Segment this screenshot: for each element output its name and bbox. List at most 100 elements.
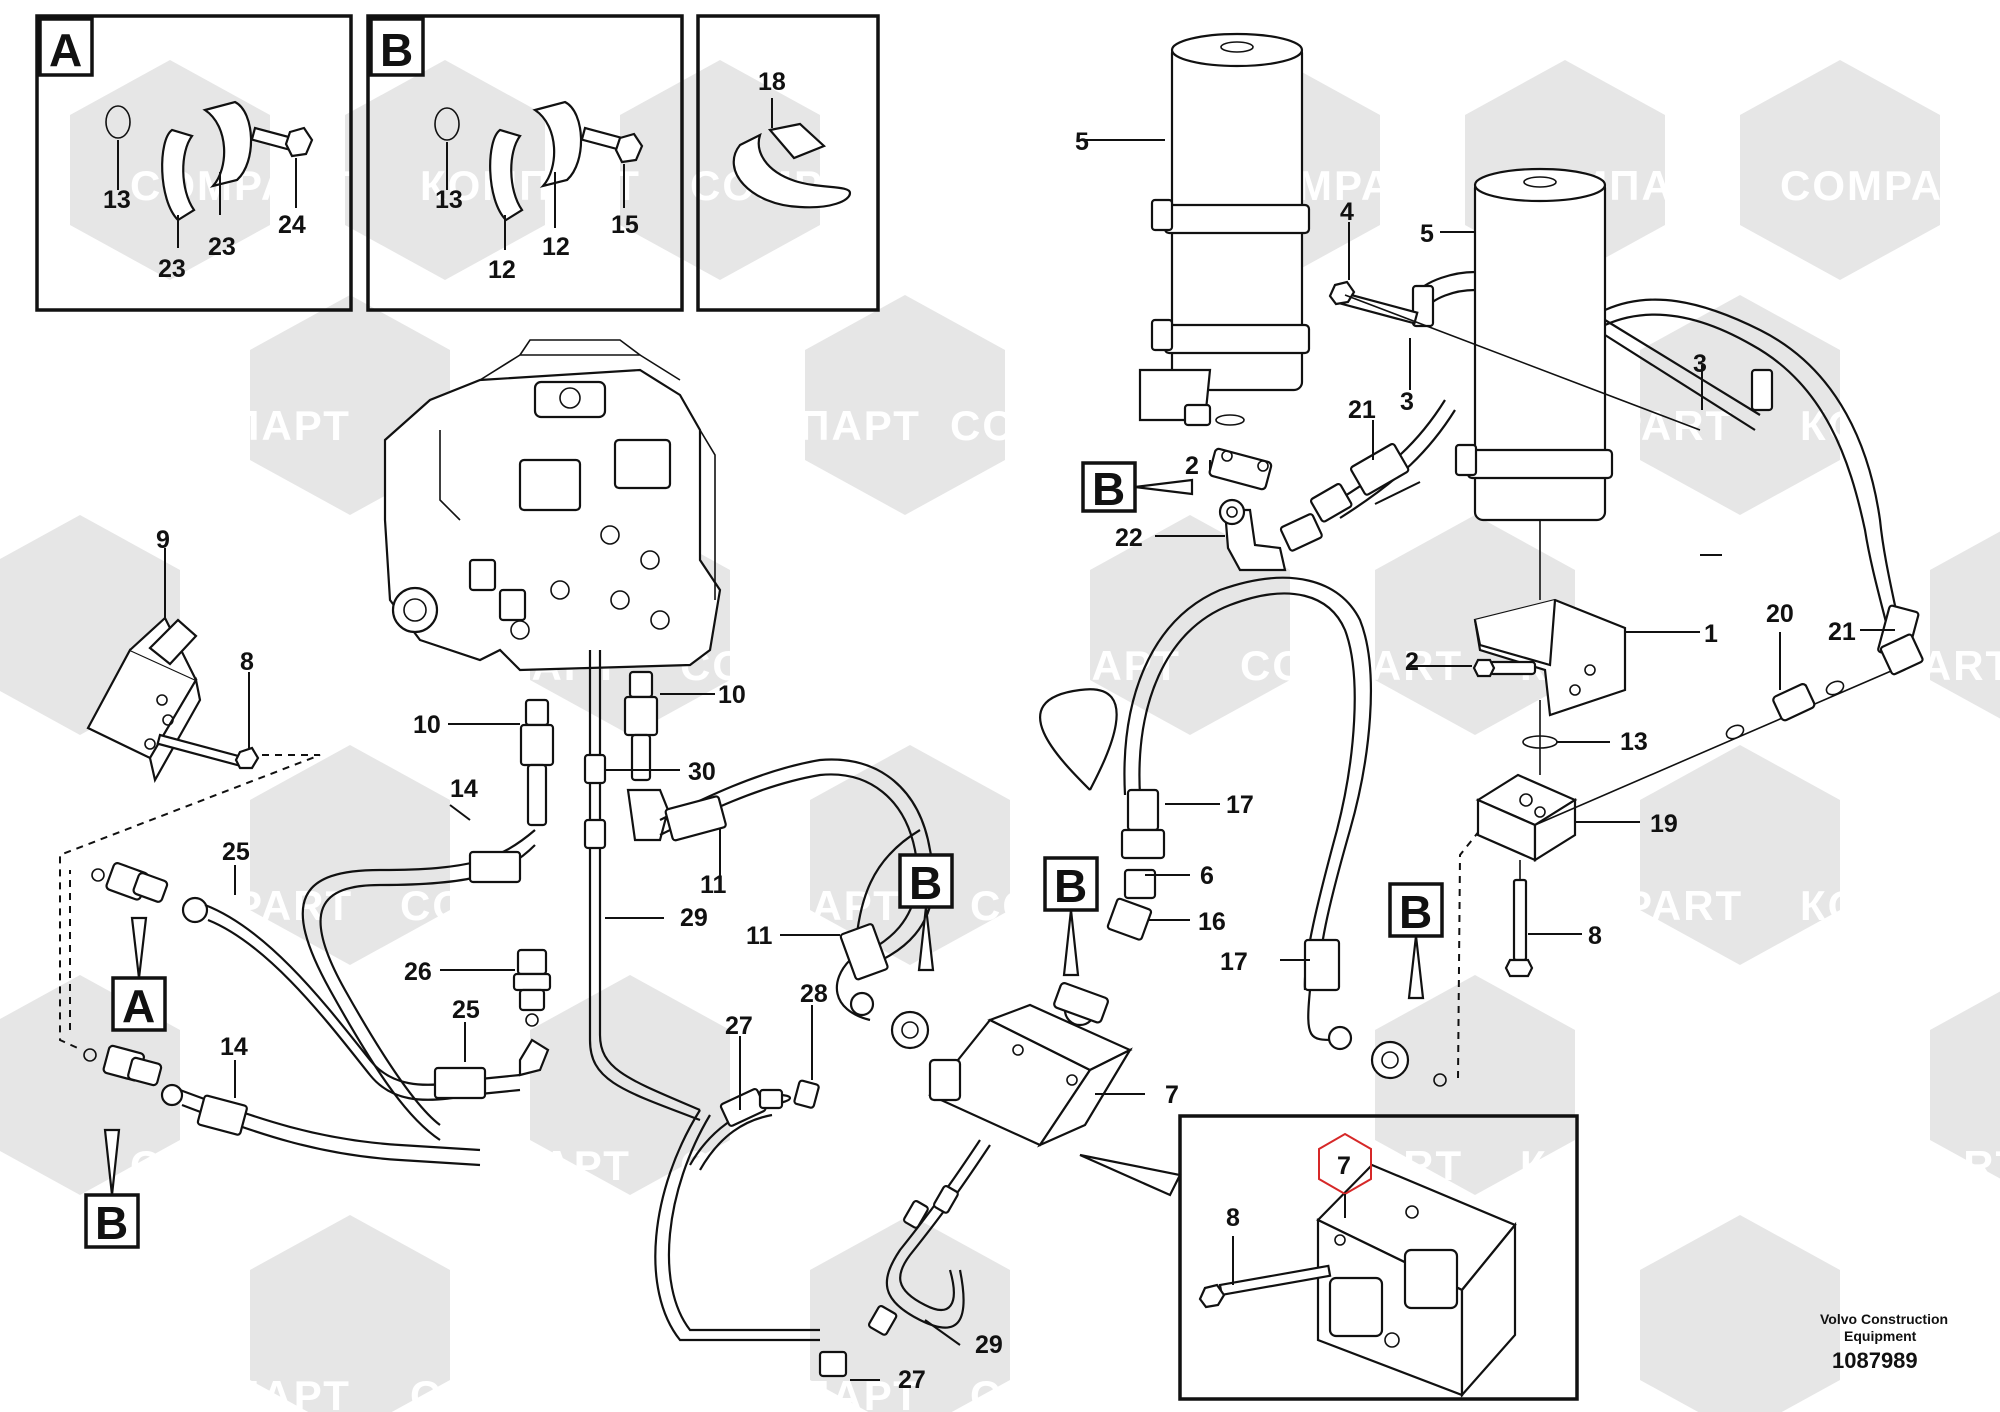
callout-27: 27 — [725, 1012, 753, 1040]
detail-frame-b — [366, 14, 684, 312]
callout-23: 23 — [208, 233, 236, 261]
callout-14: 14 — [450, 775, 478, 803]
watermark-text: КОМПАРТ — [700, 1372, 921, 1412]
callout-22: 22 — [1115, 524, 1143, 552]
view-label-box-a — [38, 17, 94, 77]
watermark-text: КОМПАРТ — [960, 642, 1181, 689]
view-label-b: B — [380, 24, 413, 76]
callout-17: 17 — [1226, 791, 1254, 819]
view-marker-box-a — [111, 976, 167, 1032]
watermark-text: КОМПАРТ — [700, 402, 921, 449]
watermark-text: КОМПАРТ — [130, 402, 351, 449]
leader-lines — [234, 481, 1722, 1098]
watermark-text: COMPART — [130, 882, 353, 929]
callout-30: 30 — [688, 758, 716, 786]
watermark-text: КОМПАРТ — [1800, 402, 2000, 449]
callout-8: 8 — [1588, 922, 1602, 950]
watermark-text: COMPART — [970, 1372, 1193, 1412]
callout-28: 28 — [800, 980, 828, 1008]
hose-assemblies-right — [1155, 298, 1924, 676]
callout-2: 2 — [1405, 648, 1419, 676]
watermark-hexagons — [0, 60, 2000, 1412]
callout-2: 2 — [1185, 452, 1199, 480]
callout-29: 29 — [975, 1331, 1003, 1359]
callout-labels: 13 23 23 24 13 12 12 15 18 5 5 4 3 3 21 … — [103, 68, 1856, 1394]
callout-13: 13 — [1620, 728, 1648, 756]
callout-21: 21 — [1828, 618, 1856, 646]
detail-frame-a — [35, 14, 353, 312]
callout-17: 17 — [1220, 948, 1248, 976]
split-flange-23-b — [202, 100, 253, 188]
view-marker-box-b — [1043, 856, 1099, 912]
watermark-text: COMPART — [950, 402, 1173, 449]
callout-29: 29 — [680, 904, 708, 932]
detail-18-parts — [732, 98, 852, 209]
fitting-20 — [1772, 683, 1816, 722]
callout-5: 5 — [1075, 128, 1089, 156]
view-marker-label-b: B — [1399, 886, 1432, 938]
watermark-text: КОМПАРТ — [1230, 402, 1451, 449]
view-marker-label-b: B — [909, 857, 942, 909]
watermark-text: КОМПАРТ — [1800, 882, 2000, 929]
watermark-text: COMPART — [410, 1372, 633, 1412]
callout-23: 23 — [158, 255, 186, 283]
watermark-layer: COMPART КОМПАРТ COMPART КОМПАРТ COMPART … — [0, 60, 2000, 1412]
detail-frames: A B — [35, 14, 1579, 1401]
watermark-text: COMPART — [1800, 1142, 2000, 1189]
callout-18: 18 — [758, 68, 786, 96]
o-ring-13 — [105, 105, 131, 139]
solenoid-valve-block-9 — [59, 548, 321, 1051]
callout-1: 1 — [1704, 620, 1718, 648]
hose-assemblies-left — [83, 650, 935, 1167]
control-valve-assembly — [383, 339, 722, 672]
view-marker-label-a: A — [122, 980, 155, 1032]
callout-8: 8 — [1226, 1204, 1240, 1232]
callout-9: 9 — [156, 526, 170, 554]
hose-end-17 — [1126, 788, 1160, 832]
tee-fitting-28 — [793, 1079, 820, 1109]
detail-frame-18 — [696, 14, 880, 312]
split-flange-12 — [489, 128, 524, 222]
callout-15: 15 — [611, 211, 639, 239]
callout-16: 16 — [1198, 908, 1226, 936]
callout-13: 13 — [103, 186, 131, 214]
split-flange-23 — [161, 128, 196, 222]
callout-24: 24 — [278, 211, 306, 239]
bolt-15-head — [614, 132, 644, 164]
callout-3: 3 — [1400, 388, 1414, 416]
split-flange-12-b — [532, 100, 583, 188]
view-label-a: A — [49, 24, 82, 76]
accumulators-5 — [1080, 32, 1906, 978]
watermark-text: COMPART — [1780, 162, 2000, 209]
watermark-text: COMPART — [130, 1142, 353, 1189]
callout-5: 5 — [1420, 220, 1434, 248]
view-marker-box-b — [898, 853, 954, 909]
callout-8: 8 — [240, 648, 254, 676]
hose-assemblies-centre — [780, 576, 1481, 1087]
callout-10: 10 — [718, 681, 746, 709]
callout-13: 13 — [435, 186, 463, 214]
detail-b-parts — [434, 100, 644, 250]
valve-block-7 — [654, 1003, 1182, 1381]
detail-frame-valve-7 — [1178, 1114, 1579, 1401]
watermark-text: COMPART — [1240, 1142, 1463, 1189]
bolt-8 — [1218, 1264, 1332, 1297]
callout-12: 12 — [488, 256, 516, 284]
callout-6: 6 — [1200, 862, 1214, 890]
callout-4: 4 — [1340, 198, 1354, 226]
caption-drawing-number: 1087989 — [1832, 1348, 1918, 1373]
drawing-caption: Volvo Construction Equipment 1087989 — [1820, 1311, 1948, 1373]
watermark-text: COMPART — [680, 1142, 903, 1189]
callout-11: 11 — [700, 871, 727, 899]
watermark-text: КОМПАРТ — [410, 1142, 631, 1189]
callout-11: 11 — [746, 922, 773, 950]
view-marker-label-b: B — [1092, 463, 1125, 515]
view-marker-label-b: B — [95, 1197, 128, 1249]
callout-3: 3 — [1693, 350, 1707, 378]
view-marker-box-b — [1388, 882, 1444, 938]
callout-14: 14 — [220, 1033, 248, 1061]
callout-25: 25 — [452, 996, 480, 1024]
callout-20: 20 — [1766, 600, 1794, 628]
caption-company-line1: Volvo Construction — [1820, 1311, 1948, 1327]
watermark-text: КОМПАРТ — [1520, 1142, 1741, 1189]
